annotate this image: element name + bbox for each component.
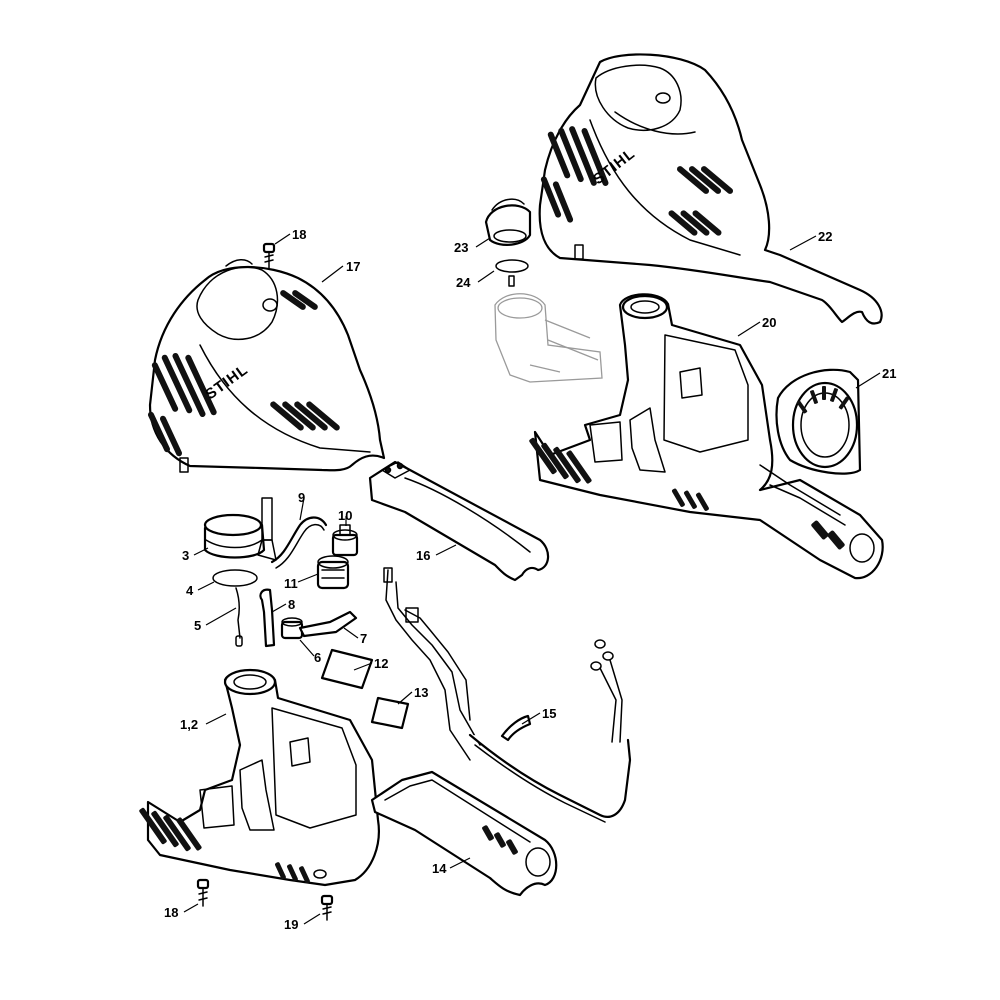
callout-6: 6 [314, 650, 321, 665]
callout-7: 7 [360, 631, 367, 646]
o-ring-4 [212, 569, 258, 587]
callout-9: 9 [298, 490, 305, 505]
callout-22: 22 [818, 229, 832, 244]
screw-18-bottom [196, 878, 210, 907]
fan-shroud-21 [775, 368, 862, 475]
leader-lines [183, 233, 881, 925]
plate-13 [370, 696, 410, 730]
o-ring-24 [495, 259, 529, 273]
fuel-cap-23 [484, 198, 532, 246]
tank-cap-3 [203, 513, 266, 559]
callout-21: 21 [882, 366, 896, 381]
handle-molding-16 [368, 460, 550, 582]
callout-5: 5 [194, 618, 201, 633]
callout-3: 3 [182, 548, 189, 563]
hose-8 [259, 588, 276, 648]
callout-16: 16 [416, 548, 430, 563]
callout-14: 14 [432, 861, 447, 876]
callout-17: 17 [346, 259, 360, 274]
callout-10: 10 [338, 508, 352, 523]
callout-23: 23 [454, 240, 468, 255]
pin-24 [508, 275, 515, 287]
filter-11 [316, 555, 350, 590]
callout-labels: 18 17 23 24 22 20 21 9 10 3 11 16 4 8 5 … [164, 227, 896, 932]
callout-4: 4 [186, 583, 194, 598]
engine-cover-22: STIHL [538, 53, 883, 325]
callout-12: 12 [374, 656, 388, 671]
screw-19 [320, 894, 334, 921]
callout-20: 20 [762, 315, 776, 330]
handle-half-14 [370, 770, 558, 897]
filter-10 [331, 524, 359, 557]
callout-15: 15 [542, 706, 556, 721]
hose-7 [298, 610, 358, 638]
housing-20 [529, 293, 884, 580]
wiring-harness [383, 567, 632, 823]
callout-1-2: 1,2 [180, 717, 198, 732]
callout-13: 13 [414, 685, 428, 700]
engine-cover-17: STIHL [147, 259, 386, 473]
screw-18-top [262, 242, 276, 269]
callout-11: 11 [284, 576, 298, 591]
plate-12 [320, 648, 374, 690]
callout-19: 19 [284, 917, 298, 932]
callout-24: 24 [456, 275, 471, 290]
clip-15 [500, 714, 532, 742]
callout-18-top: 18 [292, 227, 306, 242]
housing-1-2 [139, 668, 380, 887]
callout-18-bottom: 18 [164, 905, 178, 920]
fuel-hose-9 [257, 497, 328, 569]
callout-8: 8 [288, 597, 295, 612]
pickup-body-5 [235, 587, 243, 647]
tank-outline-ghost [494, 293, 603, 383]
